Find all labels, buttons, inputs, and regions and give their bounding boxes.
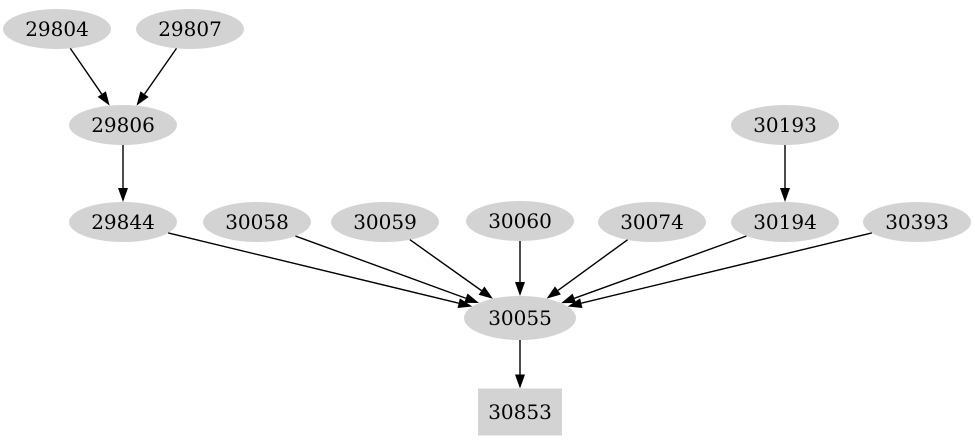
edge-line xyxy=(69,47,103,95)
edge-30074-30055 xyxy=(546,239,628,299)
node-30853: 30853 xyxy=(478,388,562,436)
node-29806: 29806 xyxy=(69,105,177,145)
node-label: 30074 xyxy=(620,210,684,234)
node-shape xyxy=(331,202,439,242)
node-30059: 30059 xyxy=(331,202,439,242)
edge-line xyxy=(143,47,178,95)
node-30393: 30393 xyxy=(863,202,971,242)
node-shape xyxy=(464,296,576,340)
edge-30194-30055 xyxy=(561,235,747,304)
edge-arrowhead-icon xyxy=(515,282,525,296)
edge-30055-30853 xyxy=(515,340,525,389)
node-shape xyxy=(69,202,177,242)
node-label: 29844 xyxy=(91,210,155,234)
node-label: 30194 xyxy=(753,210,817,234)
node-29844: 29844 xyxy=(69,202,177,242)
edge-arrowhead-icon xyxy=(118,188,128,202)
node-label: 29806 xyxy=(91,113,155,137)
node-shape xyxy=(863,202,971,242)
edge-arrowhead-icon xyxy=(136,91,149,106)
edge-arrowhead-icon xyxy=(567,298,583,309)
edge-arrowhead-icon xyxy=(561,293,577,304)
node-30074: 30074 xyxy=(598,202,706,242)
edge-29807-29806 xyxy=(136,47,178,106)
node-30194: 30194 xyxy=(731,202,839,242)
edge-30059-30055 xyxy=(409,239,493,299)
edge-arrowhead-icon xyxy=(464,293,479,304)
edge-line xyxy=(409,239,482,292)
edge-line xyxy=(574,235,747,299)
edge-line xyxy=(295,235,467,299)
edge-30060-30055 xyxy=(515,241,525,296)
node-29804: 29804 xyxy=(3,9,111,49)
edge-line xyxy=(168,232,459,304)
node-label: 30055 xyxy=(488,306,552,330)
edge-line xyxy=(557,239,628,291)
node-shape xyxy=(69,105,177,145)
node-shape xyxy=(203,202,311,242)
edge-line xyxy=(581,232,872,304)
node-30058: 30058 xyxy=(203,202,311,242)
edge-arrowhead-icon xyxy=(780,188,790,202)
node-shape xyxy=(3,9,111,49)
node-label: 30058 xyxy=(225,210,289,234)
node-label: 30059 xyxy=(353,210,417,234)
node-label: 30060 xyxy=(488,209,552,233)
edge-arrowhead-icon xyxy=(457,298,473,309)
node-label: 30393 xyxy=(885,210,949,234)
edge-30393-30055 xyxy=(567,232,872,309)
node-shape xyxy=(466,201,574,241)
edge-30193-30194 xyxy=(780,145,790,202)
node-shape xyxy=(478,388,562,436)
edge-arrowhead-icon xyxy=(97,91,110,106)
edge-29844-30055 xyxy=(168,232,473,309)
edge-arrowhead-icon xyxy=(546,286,561,299)
edge-30058-30055 xyxy=(295,235,479,304)
edge-29806-29844 xyxy=(118,145,128,202)
edge-29804-29806 xyxy=(69,47,110,106)
node-30193: 30193 xyxy=(731,105,839,145)
node-label: 29807 xyxy=(158,17,222,41)
node-29807: 29807 xyxy=(136,9,244,49)
node-label: 30193 xyxy=(753,113,817,137)
node-30055: 30055 xyxy=(464,296,576,340)
node-shape xyxy=(731,202,839,242)
node-30060: 30060 xyxy=(466,201,574,241)
node-shape xyxy=(731,105,839,145)
node-shape xyxy=(136,9,244,49)
node-label: 29804 xyxy=(25,17,89,41)
node-label: 30853 xyxy=(488,400,552,424)
edge-arrowhead-icon xyxy=(478,286,493,299)
edge-arrowhead-icon xyxy=(515,374,525,389)
node-shape xyxy=(598,202,706,242)
